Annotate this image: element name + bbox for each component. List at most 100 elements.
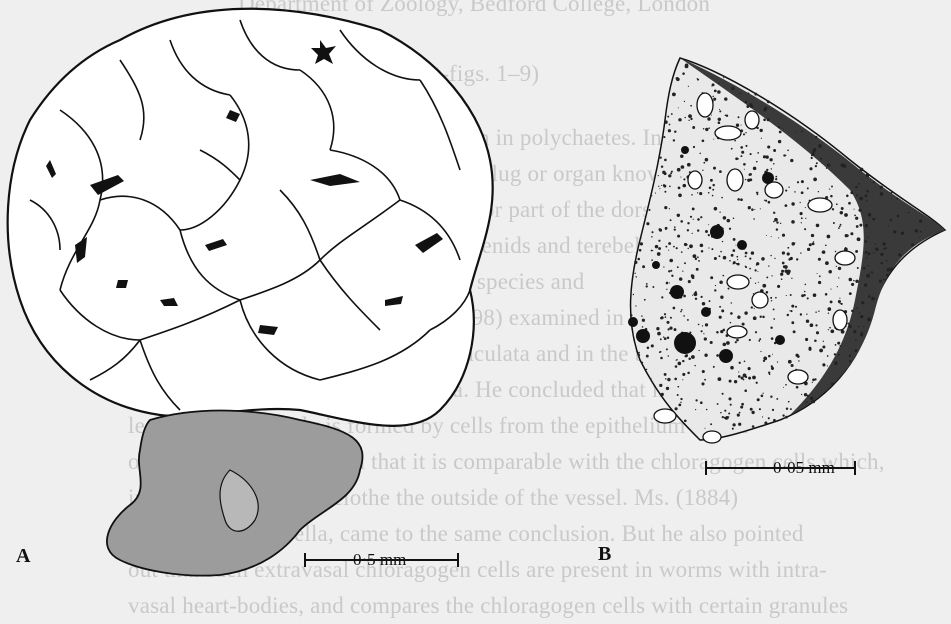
speckle xyxy=(697,229,699,231)
speckle xyxy=(754,308,755,309)
speckle xyxy=(850,191,853,194)
speckle xyxy=(687,229,689,231)
speckle xyxy=(866,174,869,177)
speckle xyxy=(710,276,713,279)
speckle xyxy=(736,124,739,127)
speckle xyxy=(693,219,694,220)
speckle xyxy=(883,278,885,280)
speckle xyxy=(665,378,667,380)
speckle xyxy=(804,393,807,396)
speckle xyxy=(791,220,795,224)
speckle xyxy=(754,269,756,271)
speckle xyxy=(855,339,857,341)
speckle xyxy=(715,285,716,286)
speckle xyxy=(702,170,703,171)
speckle xyxy=(668,355,670,357)
speckle xyxy=(658,240,660,242)
speckle xyxy=(815,165,817,167)
speckle xyxy=(891,192,893,194)
speckle xyxy=(757,398,760,401)
speckle xyxy=(677,386,679,388)
speckle xyxy=(855,349,858,352)
speckle xyxy=(770,396,772,398)
speckle xyxy=(771,367,774,370)
speckle xyxy=(690,105,692,107)
speckle xyxy=(787,270,791,274)
speckle xyxy=(748,367,751,370)
speckle xyxy=(719,110,721,112)
speckle xyxy=(655,245,659,249)
speckle xyxy=(830,195,833,198)
speckle xyxy=(770,297,772,299)
speckle xyxy=(785,155,787,157)
speckle xyxy=(782,251,785,254)
speckle xyxy=(697,256,699,258)
speckle xyxy=(680,155,684,159)
speckle xyxy=(683,178,685,180)
speckle xyxy=(791,364,794,367)
speckle xyxy=(720,296,723,299)
speckle xyxy=(749,103,752,106)
speckle xyxy=(709,187,712,190)
speckle xyxy=(812,379,815,382)
speckle xyxy=(879,279,882,282)
speckle xyxy=(898,253,901,256)
speckle xyxy=(741,403,744,406)
speckle xyxy=(732,423,735,426)
speckle xyxy=(768,417,770,419)
speckle xyxy=(732,249,735,252)
speckle xyxy=(673,246,675,248)
speckle xyxy=(818,191,819,192)
speckle xyxy=(810,323,814,327)
speckle xyxy=(833,222,835,224)
speckle xyxy=(659,188,660,189)
speckle xyxy=(730,322,732,324)
speckle xyxy=(745,101,747,103)
speckle xyxy=(685,65,689,69)
speckle xyxy=(740,146,743,149)
speckle xyxy=(745,179,746,180)
speckle xyxy=(716,354,719,357)
speckle xyxy=(773,149,776,152)
speckle xyxy=(854,215,856,217)
speckle xyxy=(730,404,732,406)
speckle xyxy=(919,220,922,223)
speckle xyxy=(696,268,699,271)
speckle xyxy=(855,186,857,188)
speckle xyxy=(757,152,759,154)
speckle xyxy=(642,326,644,328)
speckle xyxy=(663,336,664,337)
scale-bar-a-label: 0·5 mm xyxy=(353,550,406,570)
speckle xyxy=(788,401,790,403)
speckle xyxy=(773,163,775,165)
speckle xyxy=(775,176,777,178)
speckle xyxy=(823,341,824,342)
speckle xyxy=(751,411,754,414)
speckle xyxy=(698,350,699,351)
speckle xyxy=(701,296,703,298)
speckle xyxy=(708,192,710,194)
speckle xyxy=(780,223,781,224)
speckle xyxy=(695,399,697,401)
speckle xyxy=(711,115,712,116)
speckle xyxy=(669,327,672,330)
speckle xyxy=(731,302,732,303)
speckle xyxy=(742,323,745,326)
speckle xyxy=(766,169,768,171)
speckle xyxy=(840,303,841,304)
speckle xyxy=(768,201,771,204)
speckle xyxy=(771,300,772,301)
speckle xyxy=(781,270,784,273)
speckle xyxy=(771,275,772,276)
speckle xyxy=(790,408,792,410)
speckle xyxy=(712,189,714,191)
speckle xyxy=(736,339,739,342)
speckle xyxy=(678,193,682,197)
speckle xyxy=(774,258,775,259)
speckle xyxy=(845,234,848,237)
speckle xyxy=(880,262,882,264)
speckle xyxy=(680,402,681,403)
speckle xyxy=(712,96,714,98)
speckle xyxy=(702,370,705,373)
speckle xyxy=(674,378,677,381)
